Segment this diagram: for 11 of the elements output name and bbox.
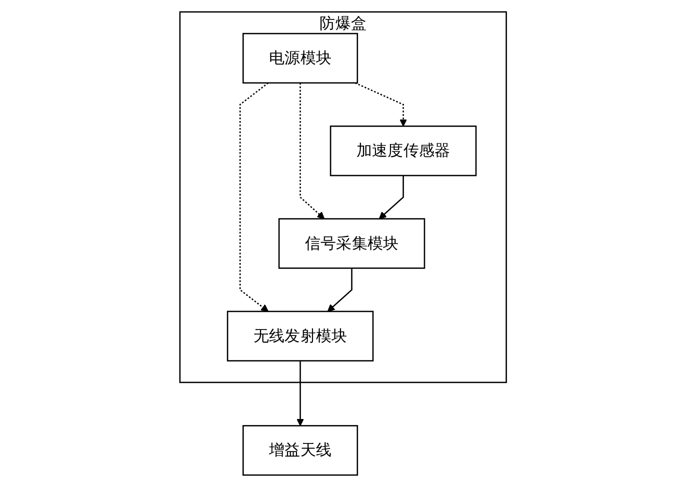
node-box: 电源模块 (242, 32, 358, 84)
arrow (296, 360, 304, 426)
node-box: 加速度传感器 (330, 126, 478, 176)
node-box: 增益天线 (242, 425, 358, 476)
node-box: 信号采集模块 (278, 218, 426, 269)
arrow (379, 176, 404, 220)
arrow (240, 82, 269, 312)
arrow (355, 82, 408, 127)
arrow (300, 82, 326, 220)
node-box: 无线发射模块 (227, 310, 374, 362)
arrow (328, 268, 353, 312)
